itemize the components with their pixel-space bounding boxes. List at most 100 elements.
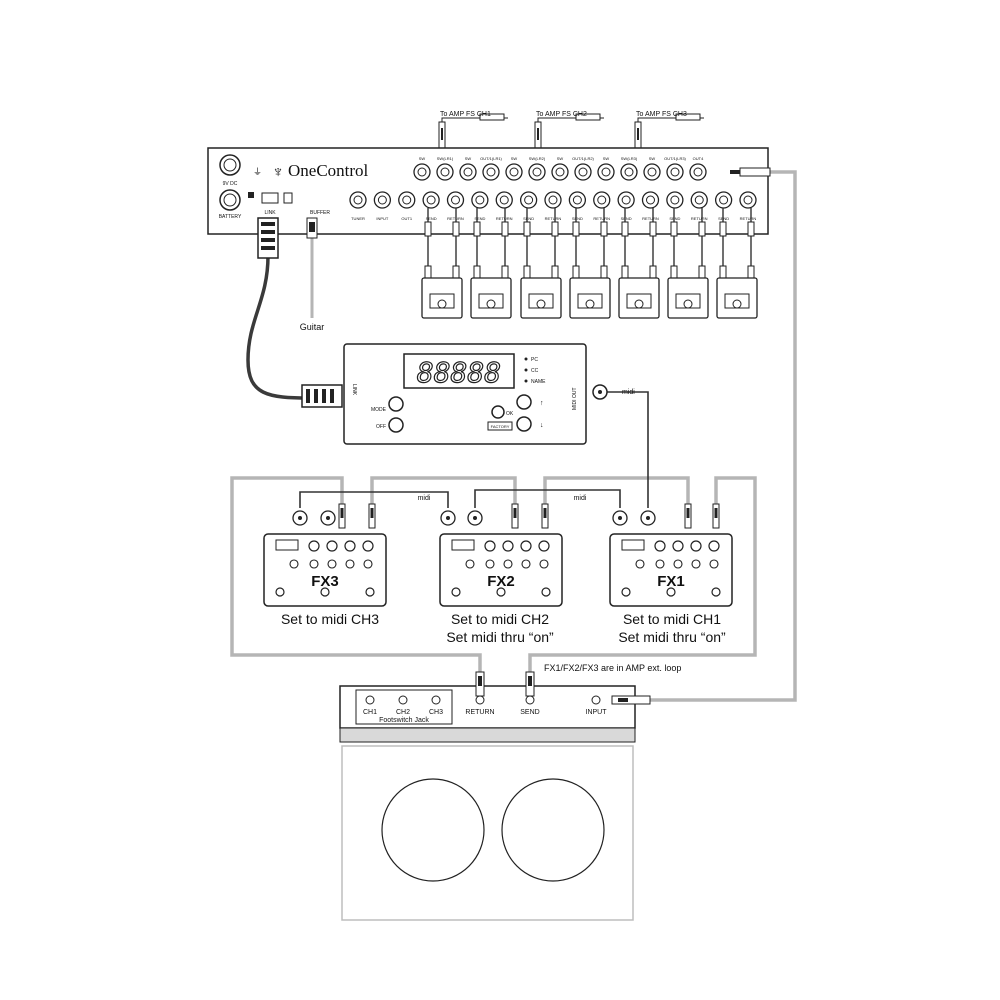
fx-display [275, 539, 299, 551]
fx-knob[interactable] [672, 540, 684, 552]
fx-knob[interactable] [485, 559, 495, 569]
ch1-label: CH1 [363, 709, 377, 716]
off-button[interactable] [388, 417, 404, 433]
top-jack-label: OUT/1(LR1) [480, 156, 502, 161]
fx-footswitch[interactable] [621, 587, 631, 597]
fx1-note-2: Set midi thru “on” [618, 629, 726, 645]
switch-port[interactable] [283, 192, 293, 204]
bottom-jack-label: INPUT [376, 216, 389, 221]
patch-plug [698, 221, 706, 237]
fx-knob[interactable] [690, 540, 702, 552]
patch-plug [523, 221, 531, 237]
down-arrow-icon: ↓ [540, 422, 544, 429]
battery-label: BATTERY [219, 214, 242, 220]
fx-name: FX2 [487, 573, 515, 590]
fx-footswitch[interactable] [711, 587, 721, 597]
fx-footswitch[interactable] [275, 587, 285, 597]
bottom-jack-label: SEND [669, 216, 680, 221]
fx-footswitch[interactable] [541, 587, 551, 597]
fx-footswitch[interactable] [496, 587, 506, 597]
ok-button[interactable] [491, 405, 505, 419]
return-jack[interactable] [475, 695, 485, 705]
fx-knob[interactable] [308, 540, 320, 552]
ch3-label: CH3 [429, 709, 443, 716]
fx-knob[interactable] [362, 540, 374, 552]
fx-knob[interactable] [709, 559, 719, 569]
midi-cables [299, 391, 649, 508]
fx-footswitch[interactable] [666, 587, 676, 597]
fx-knob[interactable] [655, 559, 665, 569]
up-button[interactable] [516, 394, 532, 410]
midi-controller: 88888 PC CC NAME LINK MIDI OUT MODE OFF … [343, 343, 608, 445]
fx-footswitch[interactable] [365, 587, 375, 597]
fs-plug-end [479, 113, 505, 121]
switcher-rack: 9V DC BATTERY ⏚ LINK BUFFER OneControl ♆… [207, 147, 771, 235]
fx-knob[interactable] [309, 559, 319, 569]
fx-knob[interactable] [538, 540, 550, 552]
swirl-icon: ♆ [272, 164, 284, 181]
fx-knob[interactable] [344, 540, 356, 552]
fx-knob[interactable] [363, 559, 373, 569]
fx-knob[interactable] [520, 540, 532, 552]
pedal-footswitch[interactable] [732, 299, 742, 309]
fx-footswitch[interactable] [451, 587, 461, 597]
ok-label: OK [506, 411, 514, 417]
fx-display [451, 539, 475, 551]
top-jack-label: OUT/1(LR3) [664, 156, 686, 161]
usb-port[interactable] [261, 192, 279, 204]
speaker-left [381, 778, 485, 882]
ch3-jack[interactable] [431, 695, 441, 705]
factory-button[interactable] [487, 421, 513, 431]
midi-label-3: midi [574, 495, 587, 502]
pedal-footswitch[interactable] [486, 299, 496, 309]
fx-knob[interactable] [708, 540, 720, 552]
fx-knob[interactable] [503, 559, 513, 569]
patch-plug [424, 221, 432, 237]
fx-knob[interactable] [289, 559, 299, 569]
fx-knob[interactable] [673, 559, 683, 569]
fx-knob[interactable] [465, 559, 475, 569]
ch2-jack[interactable] [398, 695, 408, 705]
fx-knob[interactable] [635, 559, 645, 569]
pedal-footswitch[interactable] [634, 299, 644, 309]
midi-out-label: MIDI OUT [572, 388, 578, 411]
fx-knob[interactable] [691, 559, 701, 569]
patch-plug [747, 221, 755, 237]
amplifier: CH1 CH2 CH3 Footswitch Jack RETURN SEND … [339, 671, 651, 921]
fx-knob[interactable] [327, 559, 337, 569]
patch-plug [452, 221, 460, 237]
mode-button[interactable] [388, 396, 404, 412]
down-button[interactable] [516, 416, 532, 432]
ch1-jack[interactable] [365, 695, 375, 705]
factory-label: FACTORY [491, 424, 510, 429]
fx-name: FX1 [657, 573, 685, 590]
pedal-footswitch[interactable] [585, 299, 595, 309]
indicator-pc: PC [531, 357, 538, 363]
fs-plug-end [675, 113, 701, 121]
amp-fs-label: To AMP FS CH3 [636, 111, 687, 118]
send-jack[interactable] [525, 695, 535, 705]
top-jack-label: SW [557, 156, 564, 161]
pedal-footswitch[interactable] [437, 299, 447, 309]
fx-knob[interactable] [539, 559, 549, 569]
top-jack-label: SW [465, 156, 472, 161]
fx-knob[interactable] [502, 540, 514, 552]
pedal-footswitch[interactable] [536, 299, 546, 309]
fx2-note-2: Set midi thru “on” [446, 629, 554, 645]
pedal-footswitch[interactable] [683, 299, 693, 309]
top-jack-label: SW(LR1) [437, 156, 454, 161]
fx-unit-body [439, 533, 563, 607]
fx-footswitch[interactable] [320, 587, 330, 597]
fx-knob[interactable] [484, 540, 496, 552]
fx-knob[interactable] [521, 559, 531, 569]
bottom-jack-label: OUT1 [401, 216, 412, 221]
fx-knob[interactable] [654, 540, 666, 552]
fx-knob[interactable] [326, 540, 338, 552]
fx-unit-body [263, 533, 387, 607]
power-label: 9V DC [223, 181, 238, 187]
fx-knob[interactable] [345, 559, 355, 569]
link-side-label: LINK [351, 384, 357, 396]
top-jack-label: OUT4 [693, 156, 704, 161]
input-jack[interactable] [591, 695, 601, 705]
